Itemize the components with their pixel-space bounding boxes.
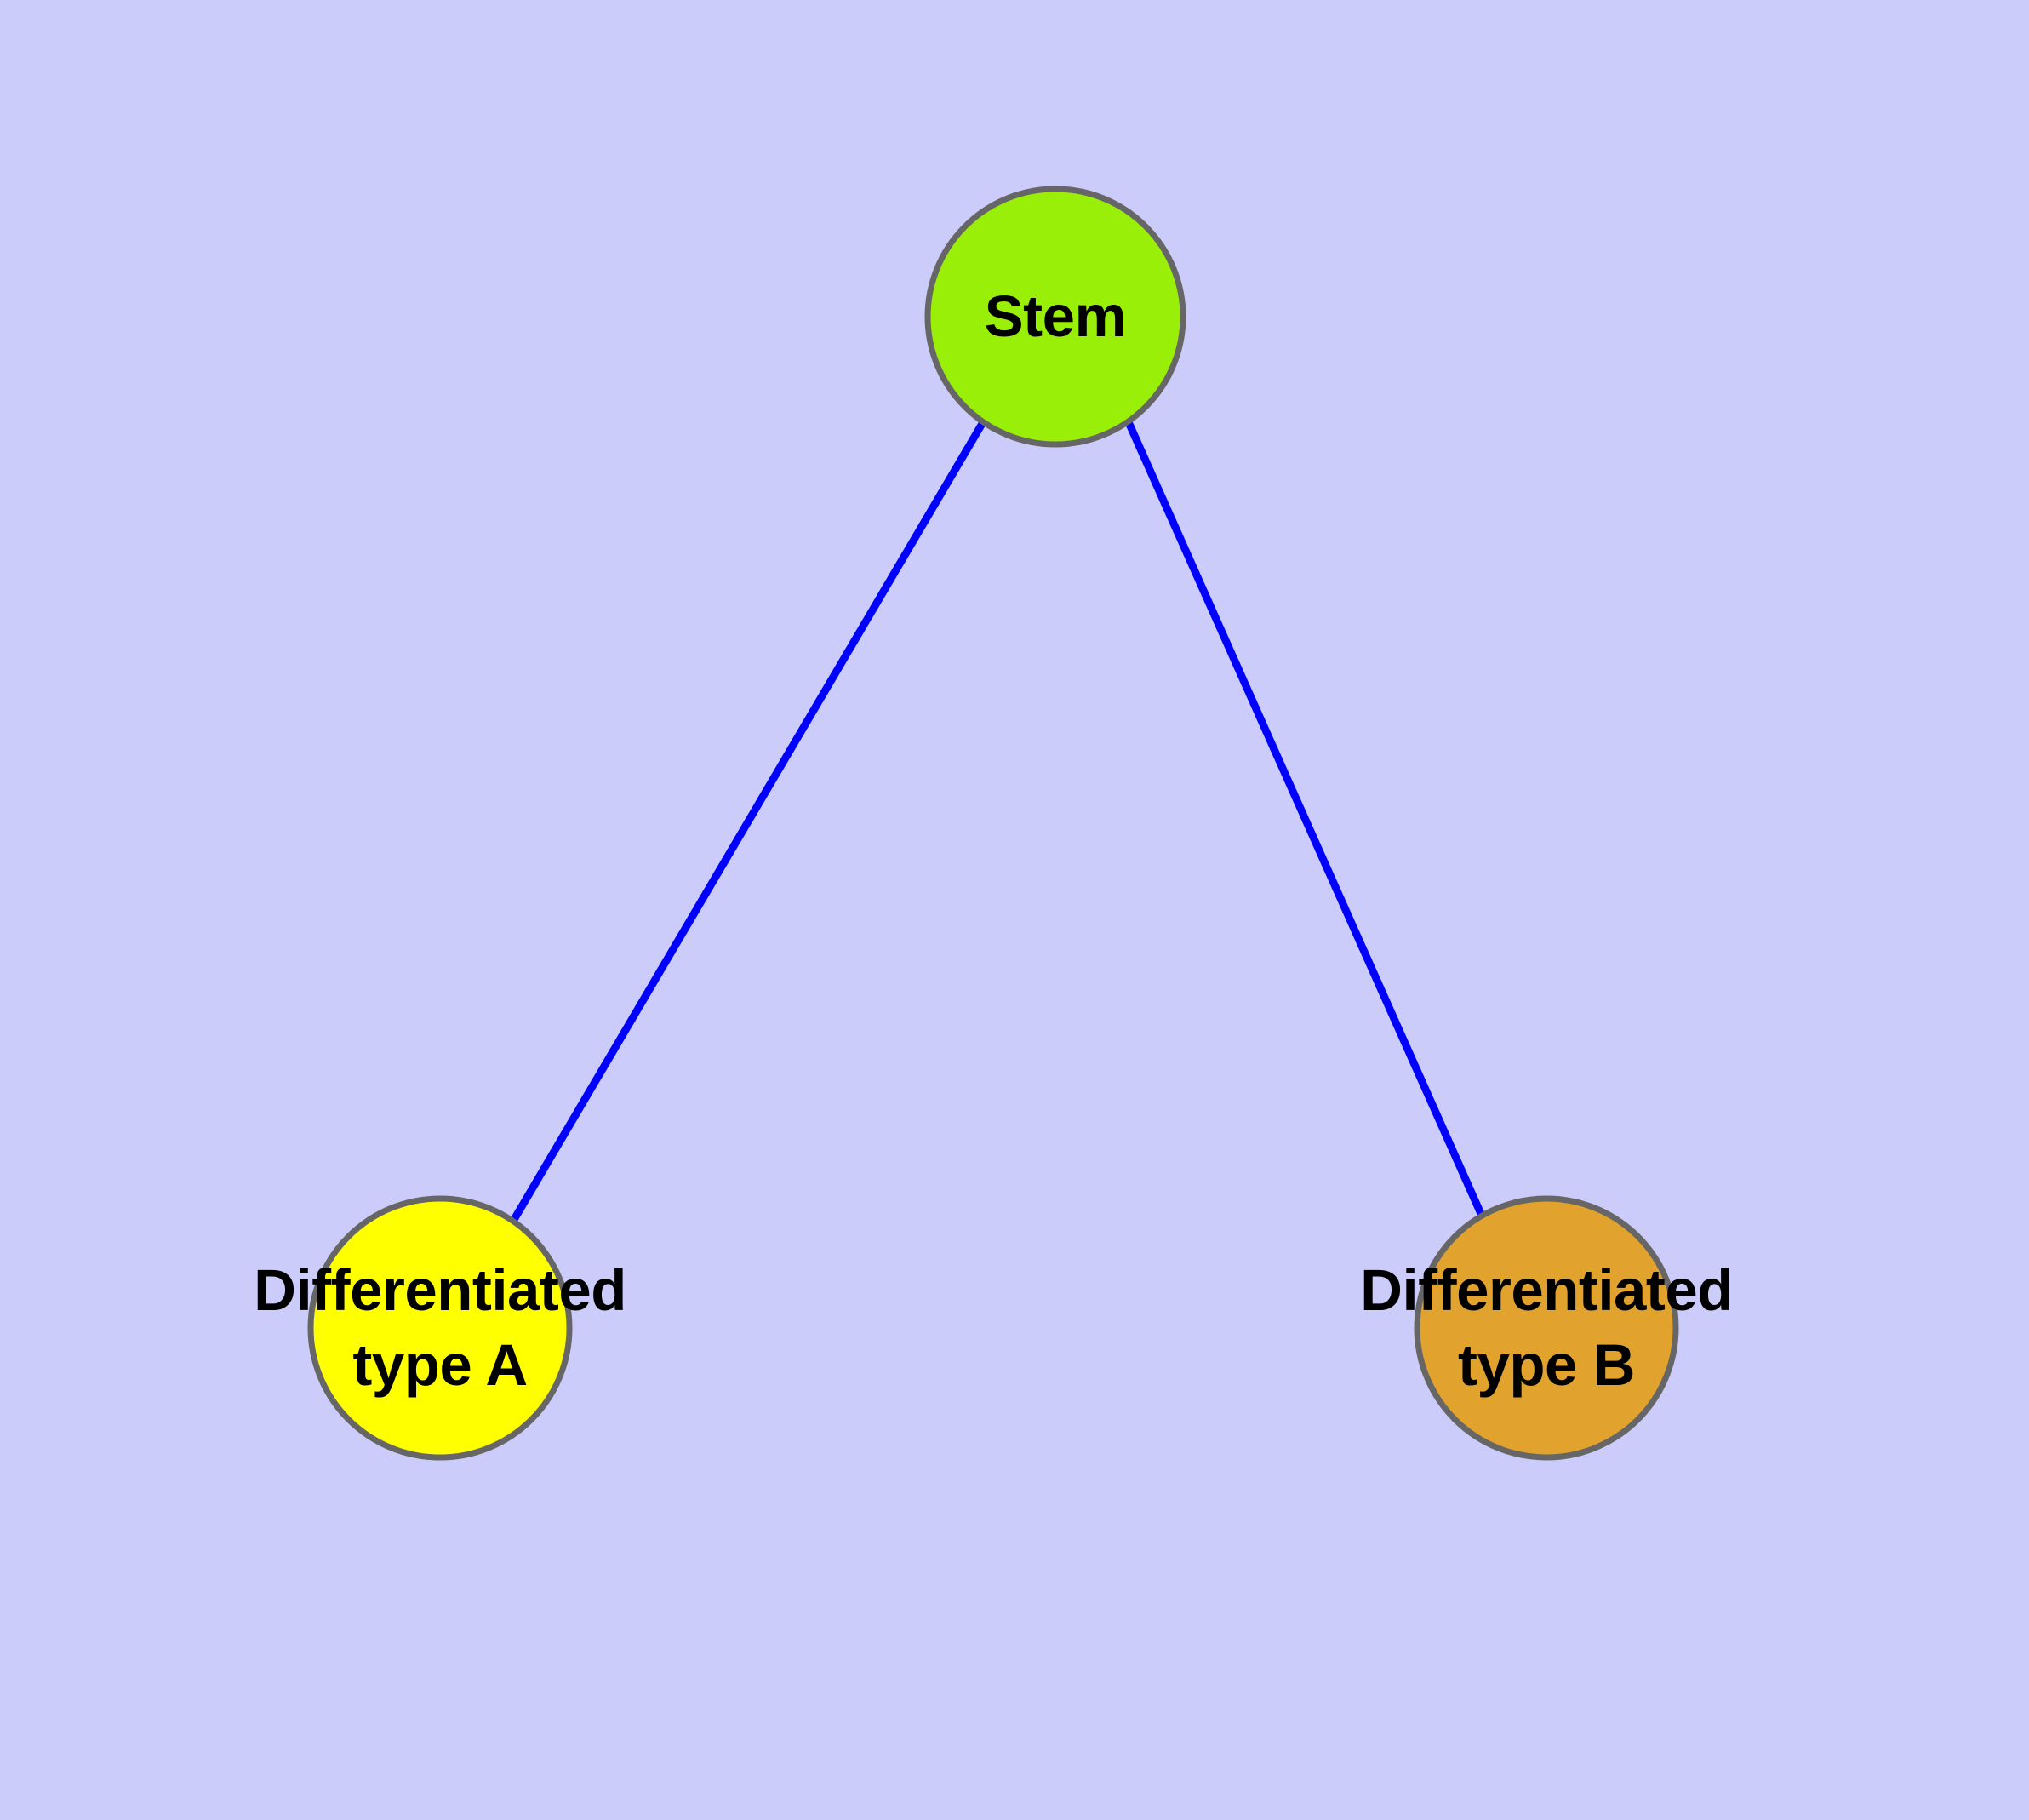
graph-edge-stem-diff_b[interactable] bbox=[1124, 421, 1489, 1225]
graph-node-diff_a[interactable] bbox=[307, 1195, 573, 1461]
edge-layer bbox=[509, 420, 1489, 1225]
graph-edge-stem-diff_a[interactable] bbox=[509, 420, 986, 1225]
graph-node-diff_b[interactable] bbox=[1414, 1195, 1679, 1461]
graph-node-stem[interactable] bbox=[924, 186, 1186, 448]
node-layer bbox=[307, 186, 1679, 1461]
